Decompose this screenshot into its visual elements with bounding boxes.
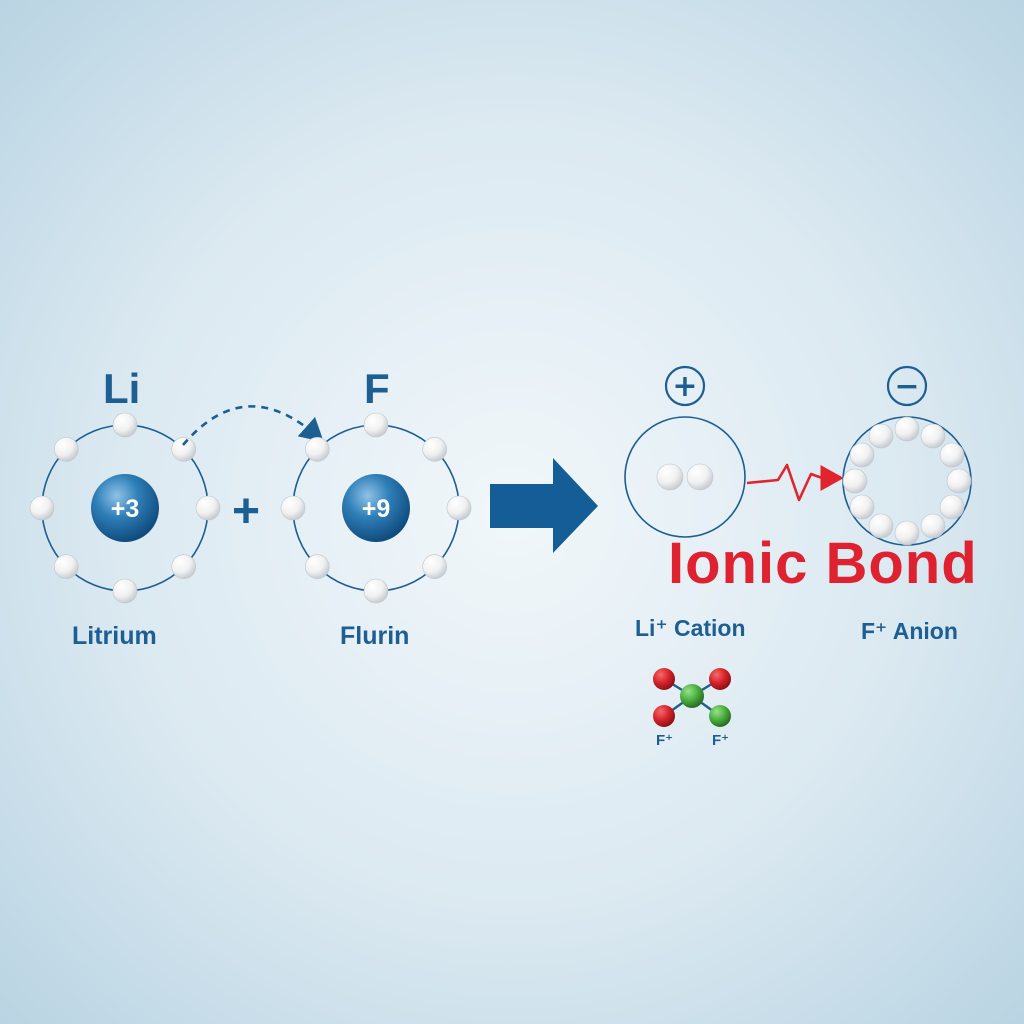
fluorine-electrons (280, 412, 472, 604)
molecule-model (653, 668, 731, 727)
electron (920, 423, 946, 449)
electron (849, 442, 875, 468)
electron (868, 513, 894, 539)
cation-label: Li⁺ Cation (635, 615, 746, 641)
reaction-arrow (490, 458, 598, 553)
cation: + (624, 365, 746, 538)
electron (920, 513, 946, 539)
electron-transfer-arrow (182, 405, 324, 446)
diagram-title: Ionic Bond (668, 531, 978, 596)
electron (195, 495, 221, 521)
anion-charge-circle (886, 365, 928, 407)
electron (29, 495, 55, 521)
electron (894, 520, 920, 546)
molecule-atom-red (653, 668, 675, 690)
electron (304, 436, 330, 462)
electron (112, 578, 138, 604)
lithium-nucleus (91, 474, 159, 542)
electron (939, 494, 965, 520)
electron (946, 468, 972, 494)
electron (656, 463, 684, 491)
fluorine-nucleus-charge: +9 (362, 495, 391, 523)
anion-electrons (842, 416, 972, 546)
electron (363, 578, 389, 604)
molecule-label: F⁺ (712, 732, 730, 749)
electron (868, 423, 894, 449)
electron (54, 436, 79, 462)
electron (280, 495, 306, 521)
cation-shell (624, 416, 746, 538)
molecule-atom-red (653, 705, 675, 727)
lithium-nucleus-charge: +3 (111, 495, 140, 523)
cation-charge-sign: + (672, 369, 697, 404)
fluorine-symbol: F (364, 365, 390, 412)
fluorine-nucleus (342, 474, 410, 542)
electron (686, 463, 714, 491)
electron (54, 554, 79, 580)
anion-charge-sign: − (894, 369, 919, 404)
electron (363, 412, 389, 438)
anion-label: F⁺ Anion (861, 618, 958, 644)
lithium-name: Litrium (72, 622, 157, 650)
molecule-atom-red (709, 668, 731, 690)
electron (422, 436, 448, 462)
lithium-atom: +3 (29, 412, 221, 604)
electron (112, 412, 138, 438)
electron (849, 494, 875, 520)
cation-electrons (656, 463, 714, 491)
electron (939, 442, 965, 468)
electron (171, 554, 196, 580)
anion: − (842, 365, 972, 546)
electron (842, 468, 868, 494)
cation-charge-circle (664, 365, 706, 407)
electron (446, 495, 472, 521)
molecule-atom-green (709, 705, 731, 727)
lithium-symbol: Li (103, 365, 141, 412)
electron (304, 554, 330, 580)
fluorine-name: Flurin (340, 622, 410, 650)
plus-sign: + (232, 485, 261, 538)
electron (422, 554, 448, 580)
molecule-label: F⁺ (656, 732, 674, 749)
electron (894, 416, 920, 442)
attraction-zigzag (746, 463, 844, 502)
fluorine-atom: +9 (280, 412, 472, 604)
lithium-electrons (29, 412, 221, 604)
molecule-atom-green (680, 684, 704, 708)
electron (171, 436, 196, 462)
